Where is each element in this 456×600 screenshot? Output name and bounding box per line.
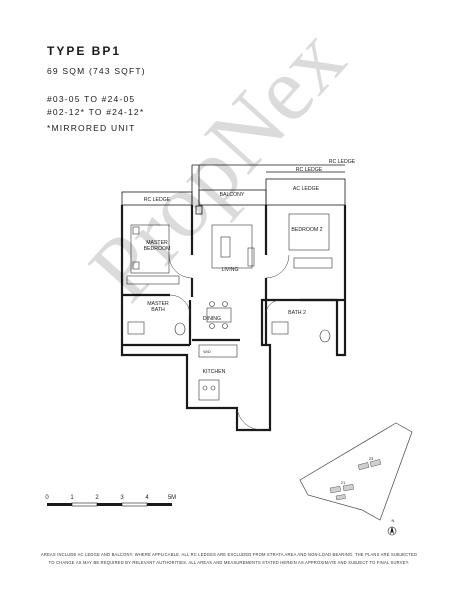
scale-tick-5: 5M (168, 495, 176, 501)
chair-2 (222, 301, 228, 307)
scale-segment-2 (71, 502, 98, 507)
scale-tick-2: 2 (95, 495, 99, 501)
chair-1 (209, 301, 215, 307)
chair-3 (209, 323, 215, 329)
scale-tick-4: 4 (145, 495, 149, 501)
scale-segment-5 (147, 503, 172, 506)
door-main-entrance (236, 407, 263, 431)
scale-tick-1: 1 (70, 495, 74, 501)
label-ac-ledge: AC LEDGE (293, 186, 320, 192)
key-block-2 (369, 459, 382, 468)
dining-table (206, 307, 232, 323)
key-block-5 (335, 494, 346, 501)
unit-numbers-line-2: #02-12* TO #24-12* (47, 107, 145, 117)
furniture (126, 213, 333, 401)
column-marker (195, 205, 203, 215)
label-master-bedroom-2: BEDROOM (144, 246, 171, 252)
door-bedroom2 (265, 254, 290, 279)
mirrored-unit-note: *MIRRORED UNIT (47, 123, 136, 133)
door-master-bedroom (168, 254, 193, 279)
disclaimer-line-2: TO CHANGE AS MAY BE REQUIRED BY RELEVANT… (48, 559, 410, 565)
key-block-4 (342, 484, 354, 492)
unit-type-title: TYPE BP1 (47, 44, 122, 58)
bath2-basin (271, 321, 289, 335)
bedroom2-bed (288, 213, 330, 251)
stove-2 (210, 385, 216, 391)
label-kitchen: KITCHEN (203, 369, 226, 375)
outer-wall (120, 205, 347, 432)
label-living: LIVING (221, 267, 238, 273)
sofa (220, 236, 231, 258)
bedroom2-wardrobe (293, 257, 333, 269)
door-bath2 (265, 299, 282, 313)
label-master-bath-1: MASTER (147, 301, 169, 307)
scale-tick-0: 0 (45, 495, 49, 501)
ledges-and-balcony (121, 164, 346, 215)
unit-numbers-line-1: #03-05 TO #24-05 (47, 94, 136, 104)
disclaimer-line-1: AREAS INCLUDE AC LEDGE AND BALCONY, WHER… (40, 552, 418, 557)
key-plan: 23 21 N (299, 422, 413, 536)
key-block-1 (357, 462, 370, 471)
label-master-bath-2: BATH (151, 307, 165, 313)
label-rc-ledge-left: RC LEDGE (144, 197, 171, 203)
scale-bar: 0 1 2 3 4 5M (45, 495, 176, 507)
label-bedroom2: BEDROOM 2 (291, 227, 322, 233)
label-balcony: BALCONY (220, 192, 245, 198)
scale-tick-3: 3 (120, 495, 124, 501)
unit-numbers: #03-05 TO #24-05 #02-12* TO #24-12* (47, 93, 144, 119)
ac-ledge-box (265, 178, 346, 206)
bath2-toilet (319, 329, 331, 343)
tv-console (247, 247, 255, 267)
unit-area: 69 SQM (743 SQFT) (47, 66, 146, 76)
chair-4 (222, 323, 228, 329)
scale-segment-4 (121, 502, 148, 507)
key-plan-site-outline (299, 422, 413, 521)
kitchen-counter-top (198, 344, 238, 358)
master-toilet (174, 322, 186, 336)
master-bed (130, 224, 170, 274)
label-rc-ledge-right: RC LEDGE (296, 167, 323, 173)
door-master-bath (169, 294, 191, 316)
label-master-bedroom-1: MASTER (146, 240, 168, 246)
key-unit-23: 23 (369, 456, 374, 461)
living-area-box (211, 224, 253, 269)
disclaimer: AREAS INCLUDE AC LEDGE AND BALCONY, WHER… (40, 551, 418, 566)
north-arrow-icon (390, 526, 394, 534)
label-dining: DINING (203, 316, 221, 322)
label-rc-ledge-top: RC LEDGE (329, 159, 356, 165)
walls (120, 205, 347, 432)
master-pillow-1 (132, 226, 140, 235)
scale-segment-3 (97, 503, 122, 506)
label-wd: W/D (203, 350, 211, 354)
door-swings (168, 254, 290, 431)
label-bath2: BATH 2 (288, 310, 306, 316)
stove-1 (202, 385, 208, 391)
kitchen-counter-bottom (198, 379, 220, 401)
north-label: N (392, 518, 395, 523)
master-wardrobe (126, 275, 180, 285)
master-pillow-2 (132, 261, 140, 270)
key-unit-21: 21 (341, 480, 346, 485)
scale-segment-1 (47, 503, 72, 506)
key-block-3 (329, 486, 341, 494)
master-basin (127, 321, 145, 335)
